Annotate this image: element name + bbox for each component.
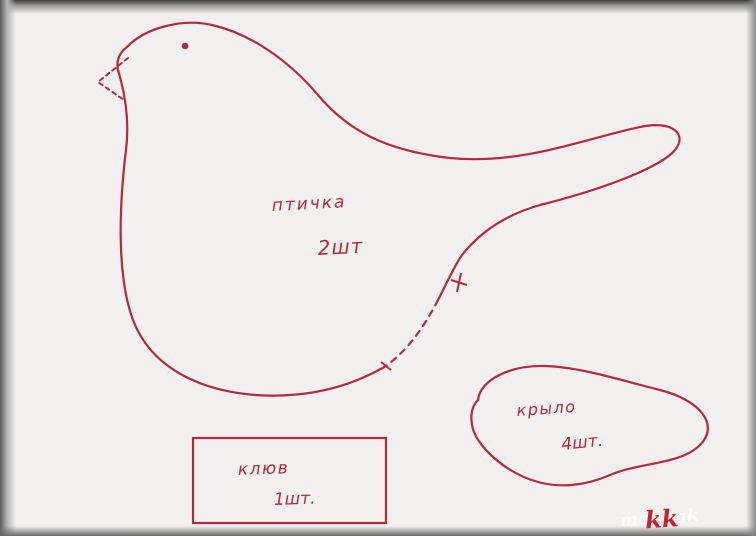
beak-placement-dashed: [96, 57, 129, 101]
watermark-part1: ma: [619, 509, 649, 531]
paper-edge-shadow-bottom: [0, 526, 756, 536]
beak-count-label: 1шт.: [273, 489, 315, 510]
watermark-part3: ak: [675, 506, 699, 528]
bird-opening-dashed: [384, 298, 440, 368]
beak-rectangle: [191, 436, 388, 525]
bird-count-label: 2шт: [317, 234, 364, 260]
bird-name-label: птичка: [271, 192, 347, 216]
wing-count-label: 4шт.: [560, 431, 604, 455]
wing-name-label: крыло: [516, 397, 577, 420]
paper-edge-shadow-left: [0, 0, 16, 536]
bird-eye: [181, 42, 189, 50]
beak-name-label: клюв: [237, 458, 289, 480]
opening-tick-bottom: [380, 361, 392, 371]
paper-edge-shadow-top: [0, 0, 756, 14]
paper-edge-shadow-right: [746, 0, 756, 536]
wing-outline: [470, 364, 709, 487]
bird-outline-lower: [116, 45, 388, 397]
opening-tick-top-cross: [456, 272, 462, 293]
bird-outline: [125, 21, 681, 302]
